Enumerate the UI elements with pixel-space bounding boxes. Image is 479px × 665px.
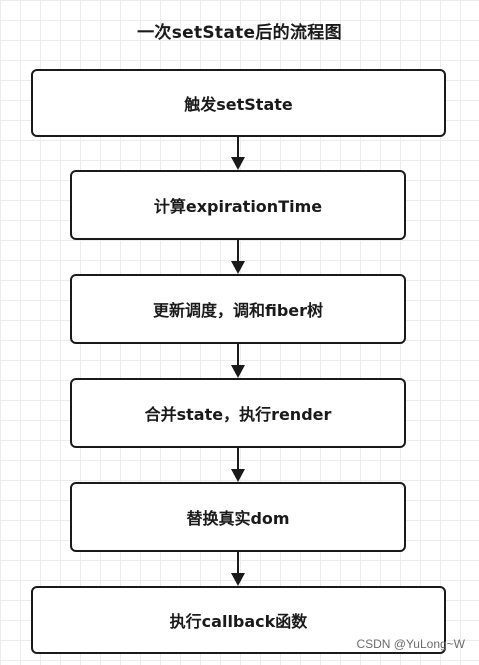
node-label: 更新调度，调和fiber树 <box>152 301 324 320</box>
node-schedule-reconcile: 更新调度，调和fiber树 <box>70 274 406 344</box>
node-replace-dom: 替换真实dom <box>70 482 406 552</box>
node-merge-render: 合并state，执行render <box>70 378 406 448</box>
node-label: 合并state，执行render <box>144 405 332 424</box>
node-trigger-setstate: 触发setState <box>31 69 446 137</box>
diagram-title: 一次setState后的流程图 <box>137 23 342 43</box>
node-label: 执行callback函数 <box>169 612 308 631</box>
edge-compute-to-schedule <box>231 240 245 274</box>
node-label: 触发setState <box>184 95 293 114</box>
node-label: 计算expirationTime <box>153 197 323 216</box>
edge-merge-to-replace <box>231 448 245 482</box>
edge-replace-to-callback <box>231 552 245 586</box>
csdn-watermark: CSDN @YuLong~W <box>356 637 465 651</box>
node-execute-callback: 执行callback函数 <box>31 586 446 654</box>
node-compute-expiration-time: 计算expirationTime <box>70 170 406 240</box>
node-label: 替换真实dom <box>186 509 290 528</box>
edge-schedule-to-merge <box>231 344 245 378</box>
edge-trigger-to-compute <box>231 137 245 170</box>
